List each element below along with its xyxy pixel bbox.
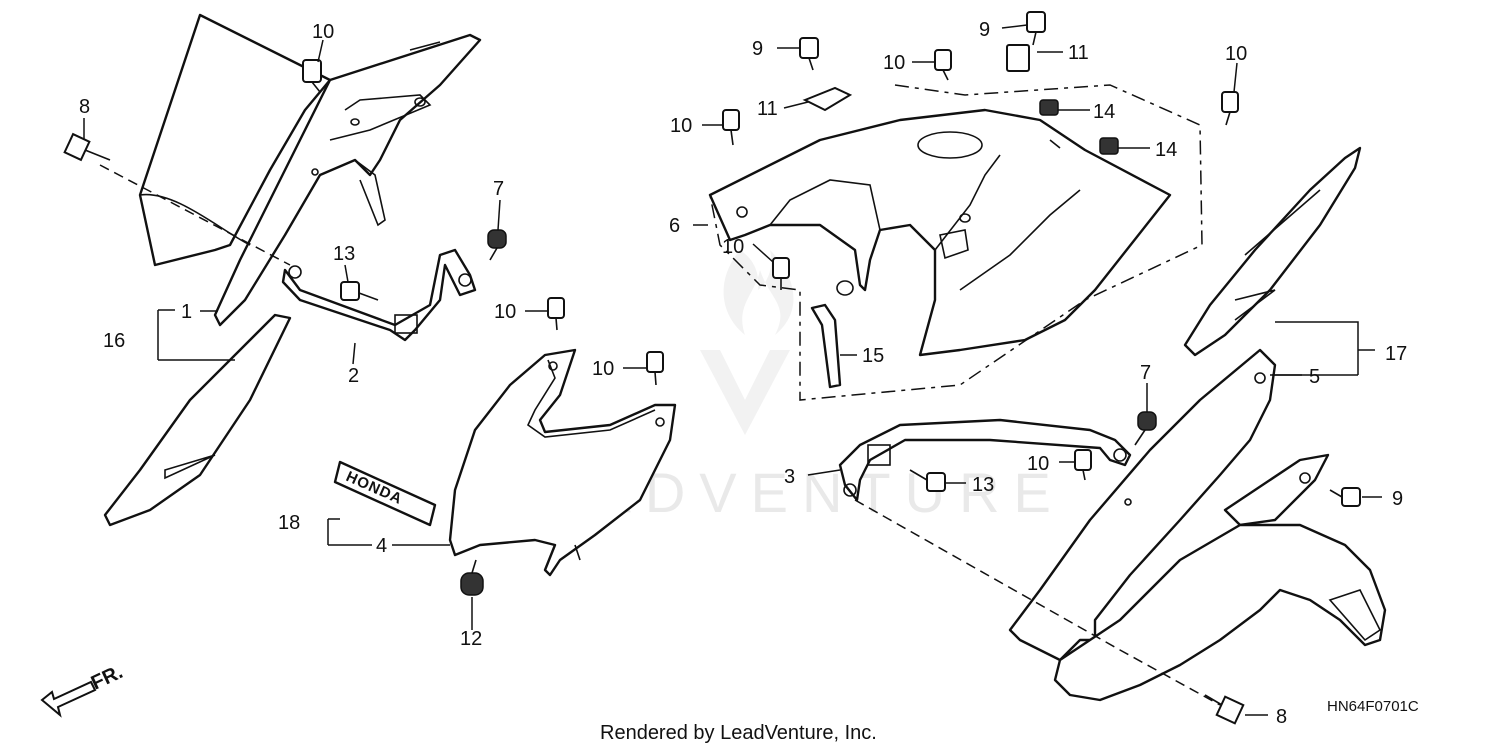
- callout-4: 4: [376, 535, 387, 557]
- callout-leaders: [83, 24, 1382, 716]
- part-17-sticker: [1183, 146, 1362, 357]
- part-1-windscreen: [138, 13, 482, 327]
- diagram-code: HN64F0701C: [1327, 698, 1419, 715]
- callout-14-a: 14: [1093, 101, 1115, 123]
- callout-13-b: 13: [972, 474, 994, 496]
- ref-line-windscreen-bolt: [99, 164, 291, 266]
- callout-9-a: 9: [752, 38, 763, 60]
- callout-8-right: 8: [1276, 706, 1287, 728]
- part-18-emblem: HONDA: [333, 460, 437, 527]
- bolt-8-right: [1204, 694, 1245, 725]
- ref-line-fender-bolt: [854, 499, 1221, 706]
- clip-10-e: [772, 257, 790, 290]
- nut-11-a: [802, 86, 853, 112]
- front-direction-arrow-icon: FR.: [40, 661, 126, 718]
- callout-9-b: 9: [979, 19, 990, 41]
- callout-14-b: 14: [1155, 139, 1177, 161]
- callout-13-a: 13: [333, 243, 355, 265]
- callout-18: 18: [278, 512, 300, 534]
- part-15-strip: [810, 303, 842, 389]
- callout-10-b: 10: [670, 115, 692, 137]
- callout-10-a: 10: [312, 21, 334, 43]
- clip-10-h: [1074, 449, 1092, 481]
- part-4-cowl: [448, 348, 677, 577]
- callout-9-c: 9: [1392, 488, 1403, 510]
- part-6-tank-cover: [708, 108, 1172, 357]
- callout-5: 5: [1309, 366, 1320, 388]
- clip-10-b: [722, 109, 740, 146]
- callout-2: 2: [348, 365, 359, 387]
- part-2-stay: [281, 248, 477, 342]
- part-3-stay: [838, 418, 1132, 502]
- footer-credit: Rendered by LeadVenture, Inc.: [600, 722, 877, 744]
- callout-16: 16: [103, 330, 125, 352]
- nut-11-b: [1006, 44, 1030, 72]
- callout-6: 6: [669, 215, 680, 237]
- callout-1: 1: [181, 301, 192, 323]
- clip-9-a: [799, 37, 819, 71]
- grommet-7-b: [1134, 411, 1157, 446]
- grommet-7-a: [487, 229, 507, 261]
- callout-10-h: 10: [1027, 453, 1049, 475]
- clip-9-c: [1329, 487, 1361, 507]
- clip-10-a: [302, 59, 322, 93]
- clip-10-d: [1221, 91, 1239, 126]
- clip-10-g: [646, 351, 664, 386]
- part-16-sticker: [103, 313, 292, 527]
- callout-8-left: 8: [79, 96, 90, 118]
- callout-10-d: 10: [1225, 43, 1247, 65]
- clip-10-f: [547, 297, 565, 331]
- callout-17: 17: [1385, 343, 1407, 365]
- callout-10-g: 10: [592, 358, 614, 380]
- bolt-13-a: [340, 281, 379, 301]
- callout-3: 3: [784, 466, 795, 488]
- callout-15: 15: [862, 345, 884, 367]
- callout-12: 12: [460, 628, 482, 650]
- bolt-8-left: [63, 132, 111, 162]
- clip-9-b: [1026, 11, 1046, 46]
- callout-7-b: 7: [1140, 362, 1151, 384]
- callout-10-e: 10: [722, 236, 744, 258]
- grommet-12: [460, 559, 484, 596]
- callout-11-b: 11: [1068, 42, 1089, 64]
- ref-box-tank-group: [709, 84, 1203, 401]
- clip-10-c: [934, 49, 952, 81]
- bolt-13-b: [909, 469, 946, 492]
- callout-11-a: 11: [757, 98, 778, 120]
- callout-10-c: 10: [883, 52, 905, 74]
- nut-14-b: [1099, 137, 1119, 155]
- part-5-front-fender: [1008, 348, 1387, 702]
- callout-10-f: 10: [494, 301, 516, 323]
- nut-14-a: [1039, 99, 1059, 116]
- callout-7-a: 7: [493, 178, 504, 200]
